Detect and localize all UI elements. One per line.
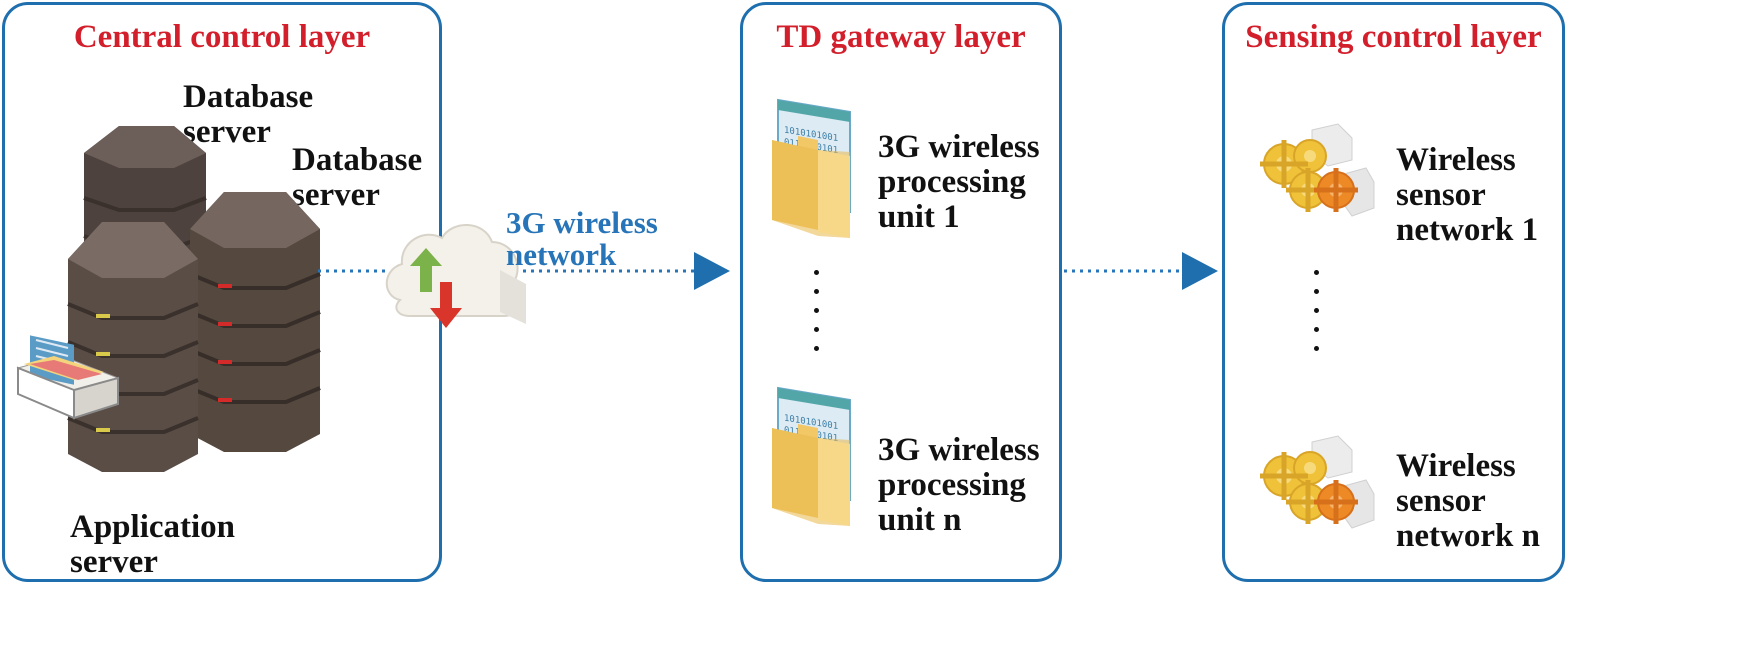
processing-unit-1-label: 3G wireless processing unit 1 (878, 129, 1040, 235)
cloud-transfer-icon (385, 224, 526, 328)
arrow-right-icon (694, 252, 730, 290)
wireless-network-label: 3G wireless network (506, 205, 658, 272)
database-server-label-1: Database server (183, 79, 314, 150)
database-server-label-2: Database server (292, 142, 423, 213)
gateway-title: TD gateway layer (776, 19, 1026, 55)
arrow-right-icon (1182, 252, 1218, 290)
filing-drawer-icon (16, 335, 120, 420)
processing-unit-n-label: 3G wireless processing unit n (878, 432, 1040, 538)
gears-icon (1260, 123, 1375, 217)
gears-icon (1260, 435, 1375, 529)
sensing-title: Sensing control layer (1245, 19, 1542, 55)
application-server-label: Application server (70, 509, 236, 580)
data-folder-icon: 1010101001 0110100101 1001011010 0101101… (772, 386, 851, 526)
ellipsis-dots-gateway (814, 270, 820, 351)
sensor-network-n-label: Wireless sensor network n (1396, 448, 1540, 554)
sensor-network-1-label: Wireless sensor network 1 (1396, 142, 1539, 248)
data-folder-icon: 1010101001 0110100101 1001011010 0101101… (772, 98, 851, 238)
server-rack-icon (189, 192, 321, 452)
ellipsis-dots-sensing (1314, 270, 1320, 351)
central-control-title: Central control layer (73, 19, 371, 55)
